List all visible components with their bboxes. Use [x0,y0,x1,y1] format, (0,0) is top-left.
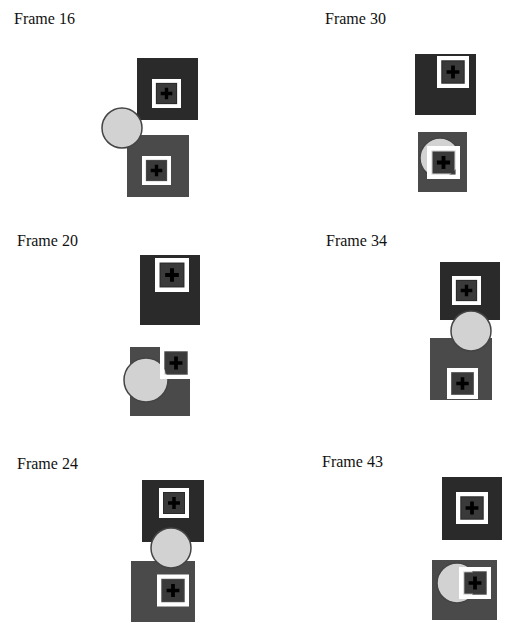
occluder-circle [151,528,191,568]
gray-square [418,132,467,192]
frame-label: Frame 34 [326,231,387,250]
tracker-box [144,158,169,183]
dark-square [415,54,476,115]
tracker-box [461,569,489,597]
gray-square [127,135,189,197]
tracker-box [161,490,187,516]
frame-scene [432,477,502,620]
occluder-circle [451,311,491,351]
gray-square [432,560,497,620]
dark-square [442,477,502,540]
tracker-box [454,278,479,303]
occluder-circle [420,138,460,178]
tracker-box [458,494,486,522]
frame-label: Frame 30 [325,9,386,28]
frame-label: Frame 24 [17,454,78,473]
frame-scene [102,58,198,197]
tracker-box [429,148,458,177]
frame-scene [131,480,204,622]
frame-label: Frame 43 [322,452,383,471]
tracker-box [439,58,467,86]
gray-square [131,561,195,622]
occluder-circle [102,108,142,148]
frame-label: Frame 16 [14,9,75,28]
dark-square [137,58,198,120]
frame-label: Frame 20 [17,231,78,250]
tracker-box [449,370,476,397]
frame-scene [430,262,500,400]
tracker-box [159,577,187,605]
frame-scene [124,255,200,416]
frame-scene [415,54,476,192]
tracker-box [162,349,190,377]
tracker-box [157,260,186,289]
tracker-box [154,81,179,106]
dark-square [140,255,200,325]
